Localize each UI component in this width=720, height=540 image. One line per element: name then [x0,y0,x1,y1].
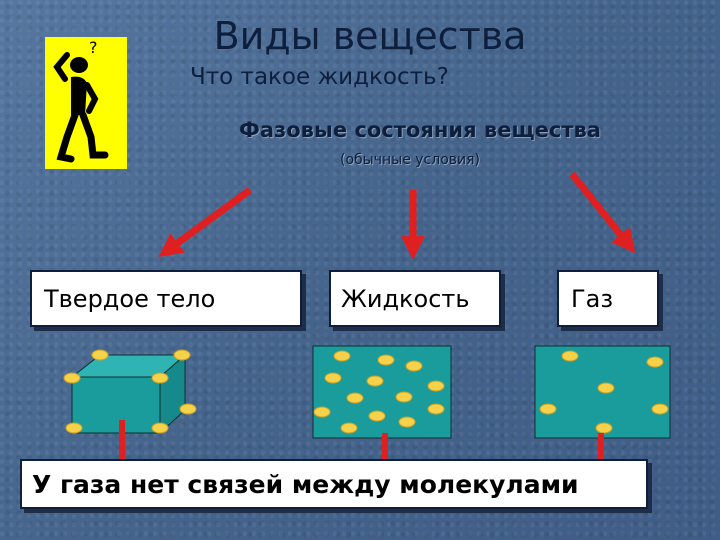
diagram-heading: Фазовые состояния вещества [239,118,601,142]
footer-text: У газа нет связей между молекулами [32,469,579,499]
arrow-to-solid [158,187,253,258]
arrow-to-gas [569,171,636,254]
solid-cube [70,353,187,435]
thinking-man-icon: ? [45,37,127,169]
state-box-gas: Газ [557,270,659,327]
gas-molecules [539,350,669,434]
state-label-liquid: Жидкость [341,284,470,313]
page-subtitle: Что такое жидкость? [190,64,449,90]
state-box-solid: Твердое тело [30,270,302,327]
solid-molecules [63,349,197,434]
footer-statement: У газа нет связей между молекулами [20,459,648,509]
page-title: Виды вещества [213,14,527,58]
state-label-solid: Твердое тело [44,284,216,313]
liquid-molecules [313,350,445,434]
conditions-note: (обычные условия) [340,152,480,168]
svg-text:?: ? [89,38,98,57]
state-label-gas: Газ [571,284,614,313]
state-box-liquid: Жидкость [329,270,501,327]
